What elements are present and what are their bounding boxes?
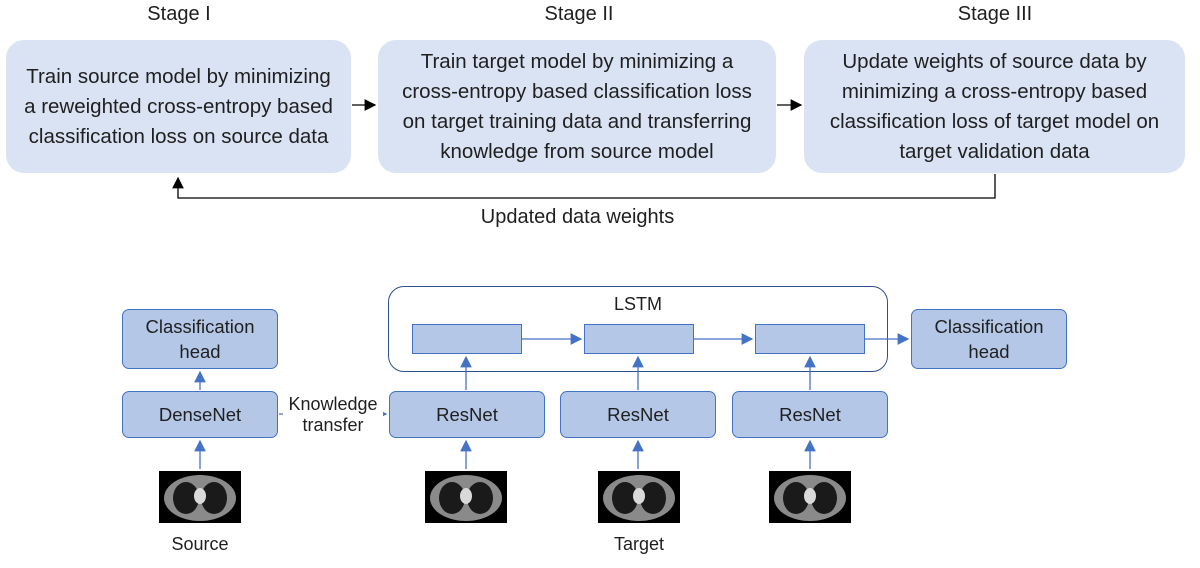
stage-1-label: Stage I xyxy=(147,3,211,25)
stage-3-text: Update weights of source data by minimiz… xyxy=(829,49,1160,163)
stage-2-box: Train target model by minimizing a cross… xyxy=(378,40,776,173)
stage-3-box: Update weights of source data by minimiz… xyxy=(804,40,1185,173)
ct-scan-image-target-2 xyxy=(598,471,680,523)
resnet-3-label: ResNet xyxy=(779,404,841,425)
densenet-block: DenseNet xyxy=(122,391,278,438)
lstm-label: LSTM xyxy=(613,294,662,314)
resnet-block-1: ResNet xyxy=(389,391,545,438)
stage-2-text: Train target model by minimizing a cross… xyxy=(402,49,752,163)
stage-3-label: Stage III xyxy=(957,3,1033,25)
target-head-label: Classification head xyxy=(934,316,1044,362)
feedback-arrow xyxy=(172,174,996,199)
resnet-1-label: ResNet xyxy=(436,404,498,425)
source-head-label: Classification head xyxy=(145,316,255,362)
feedback-label: Updated data weights xyxy=(480,206,675,228)
knowledge-transfer-label: Knowledge transfer xyxy=(283,394,383,436)
ct-scan-image-source xyxy=(159,471,241,523)
target-caption: Target xyxy=(613,534,665,554)
lstm-cell-1 xyxy=(412,324,522,354)
source-caption: Source xyxy=(171,534,229,554)
ct-scan-image-target-1 xyxy=(425,471,507,523)
resnet-block-3: ResNet xyxy=(732,391,888,438)
resnet-2-label: ResNet xyxy=(607,404,669,425)
ct-scan-image-target-3 xyxy=(769,471,851,523)
lstm-cell-3 xyxy=(755,324,865,354)
stage-1-text: Train source model by minimizing a rewei… xyxy=(24,64,333,148)
target-classification-head: Classification head xyxy=(911,309,1067,369)
stage-2-label: Stage II xyxy=(544,3,614,25)
source-classification-head: Classification head xyxy=(122,309,278,369)
lstm-cell-2 xyxy=(584,324,694,354)
stage-1-box: Train source model by minimizing a rewei… xyxy=(6,40,351,173)
resnet-block-2: ResNet xyxy=(560,391,716,438)
densenet-label: DenseNet xyxy=(158,404,242,425)
